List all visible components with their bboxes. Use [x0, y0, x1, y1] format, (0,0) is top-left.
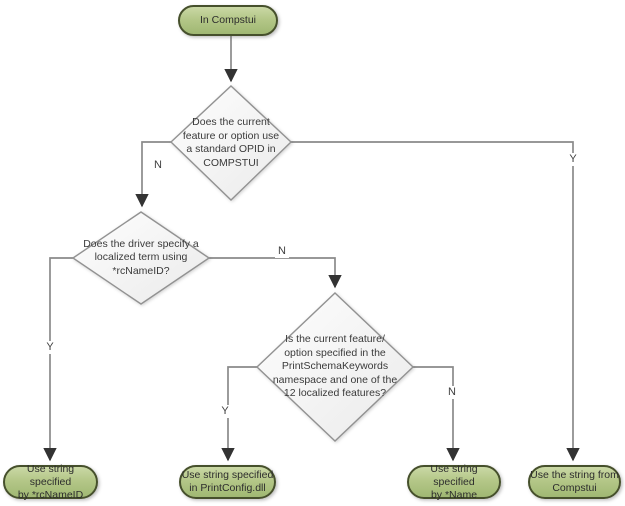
decision3-diamond-shape — [255, 292, 415, 442]
edge-label-decision2-yes: Y — [43, 341, 57, 354]
decision2-diamond-shape — [71, 211, 211, 305]
node-result-printconfig: Use string specified in PrintConfig.dll — [179, 465, 276, 499]
connector-decision3-yes — [221, 366, 257, 462]
connector-decision3-no — [413, 366, 460, 462]
edge-label-decision1-no: N — [154, 159, 162, 171]
node-result-rcnameid: Use string specified by *rcNameID — [3, 463, 98, 501]
edge-label-decision3-yes: Y — [218, 405, 232, 418]
connector-decision1-no — [135, 141, 171, 208]
node-result-compstui: Use the string from Compstui — [528, 465, 621, 499]
connector-decision2-yes — [43, 257, 73, 462]
node-start: In Compstui — [178, 5, 278, 36]
node-result-name: Use string specified by *Name — [407, 463, 501, 501]
connector-decision1-yes — [291, 141, 580, 462]
edge-label-decision2-no: N — [275, 245, 289, 258]
edge-label-decision1-yes: Y — [566, 153, 580, 166]
connector-decision2-no — [209, 257, 342, 289]
decision1-diamond-shape — [169, 85, 293, 201]
edge-label-decision3-no: N — [445, 386, 459, 399]
